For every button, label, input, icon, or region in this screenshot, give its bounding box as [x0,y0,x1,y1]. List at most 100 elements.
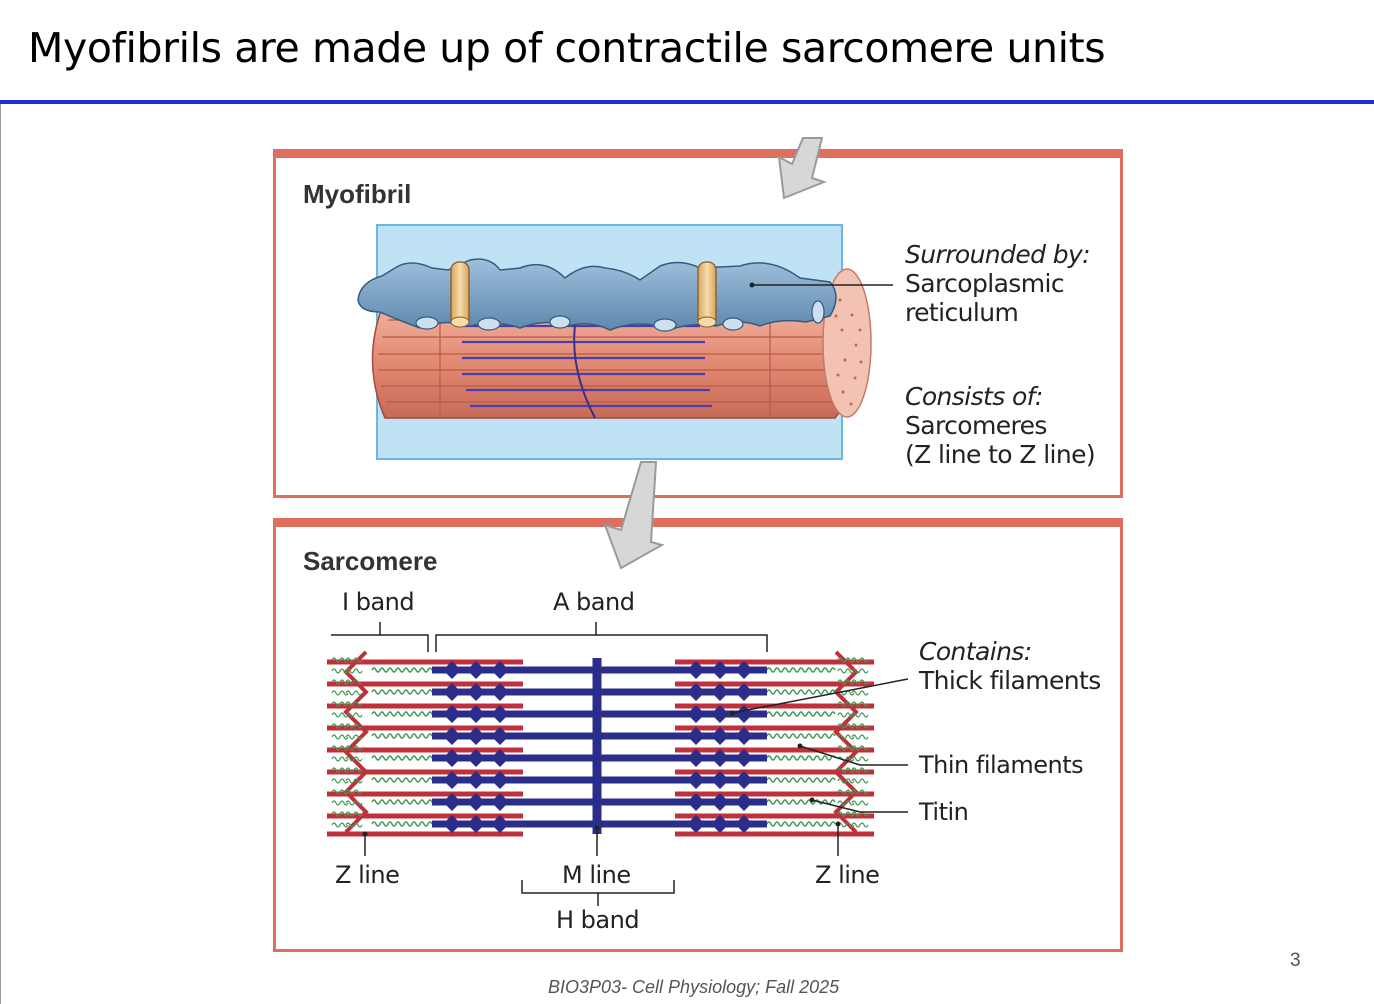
titin-end [331,723,349,729]
titin-filament [371,667,433,673]
consists-heading: Consists of: [905,382,1043,411]
titin-end [851,822,869,828]
titin-filament [766,689,836,695]
titin-end [331,668,349,674]
titin-filament [766,799,836,805]
myosin-head [494,770,506,790]
titin-end [331,767,349,773]
myosin-head [714,770,726,790]
titin-end [851,734,869,740]
slide-title: Myofibrils are made up of contractile sa… [28,24,1106,72]
myosin-head [446,770,458,790]
titin-end [837,789,855,795]
titin-end [837,756,855,762]
titin-end [837,745,855,751]
titin-end [345,657,363,663]
myosin-head [690,726,702,746]
titin-end [345,811,363,817]
myosin-head [446,814,458,834]
titin-end [331,789,349,795]
surrounded-heading: Surrounded by: [905,240,1091,269]
band-brackets [331,622,768,906]
titin-end [331,822,349,828]
titin-end [851,778,869,784]
myosin-head [738,814,750,834]
myosin-head [738,682,750,702]
titin-end [837,778,855,784]
titin-end [345,723,363,729]
titin-end [837,822,855,828]
page-number: 3 [1290,950,1301,971]
titin-end [851,789,869,795]
myosin-head [714,682,726,702]
titin-end [851,800,869,806]
titin-end [331,745,349,751]
myosin-head [494,814,506,834]
titin-filament [371,733,433,739]
myosin-head [738,770,750,790]
slide-edge [0,104,1,1004]
thick-filaments-label: Thick filaments [919,666,1101,695]
titin-end [837,657,855,663]
myosin-head [690,770,702,790]
myosin-head [470,748,482,768]
h-band-label: H band [556,906,640,934]
titin-end [345,800,363,806]
titin-end [837,811,855,817]
myosin-head [470,726,482,746]
titin-end [331,734,349,740]
myosin-head [738,660,750,680]
titin-filament [766,667,836,673]
myosin-head [494,682,506,702]
titin-end [837,734,855,740]
titin-filament [371,689,433,695]
myosin-head [494,660,506,680]
titin-end [345,778,363,784]
titin-label: Titin [919,798,969,826]
titin-end [331,756,349,762]
titin-end [837,723,855,729]
consists-of-label: Consists of: Sarcomeres (Z line to Z lin… [905,382,1096,469]
titin-end [345,679,363,685]
myosin-head [714,748,726,768]
titin-end [851,679,869,685]
titin-filament [371,799,433,805]
sarcomere-leader-lines [364,678,909,856]
myosin-head [446,726,458,746]
titin-end [345,712,363,718]
titin-end [345,701,363,707]
myosin-head [714,660,726,680]
myosin-head [446,792,458,812]
myosin-head [714,792,726,812]
z-line-left [343,650,369,834]
titin-filament [371,755,433,761]
titin-end [331,657,349,663]
contains-heading: Contains: [919,637,1032,666]
myosin-head [690,660,702,680]
contains-label: Contains: Thick filaments [919,637,1101,695]
titin-end [851,712,869,718]
myosin-head [690,704,702,724]
myosin-head [446,748,458,768]
titin-end [851,657,869,663]
titin-end [837,712,855,718]
titin-filament [371,777,433,783]
myosin-head [690,792,702,812]
sarcomere-heading: Sarcomere [303,546,438,576]
myosin-head [494,704,506,724]
myosin-head [690,748,702,768]
z-line-right-label: Z line [815,861,880,889]
titin-end [851,756,869,762]
titin-end [837,701,855,707]
surrounded-line1: Sarcoplasmic [905,269,1065,298]
titin-end [851,723,869,729]
titin-end [345,756,363,762]
arrow-into-sarcomere [603,461,665,570]
titin-end [851,701,869,707]
sarcomere-filaments [327,650,874,837]
titin-end [331,712,349,718]
titin-end [331,679,349,685]
arrow-into-myofibril [777,137,827,200]
titin-end [837,800,855,806]
